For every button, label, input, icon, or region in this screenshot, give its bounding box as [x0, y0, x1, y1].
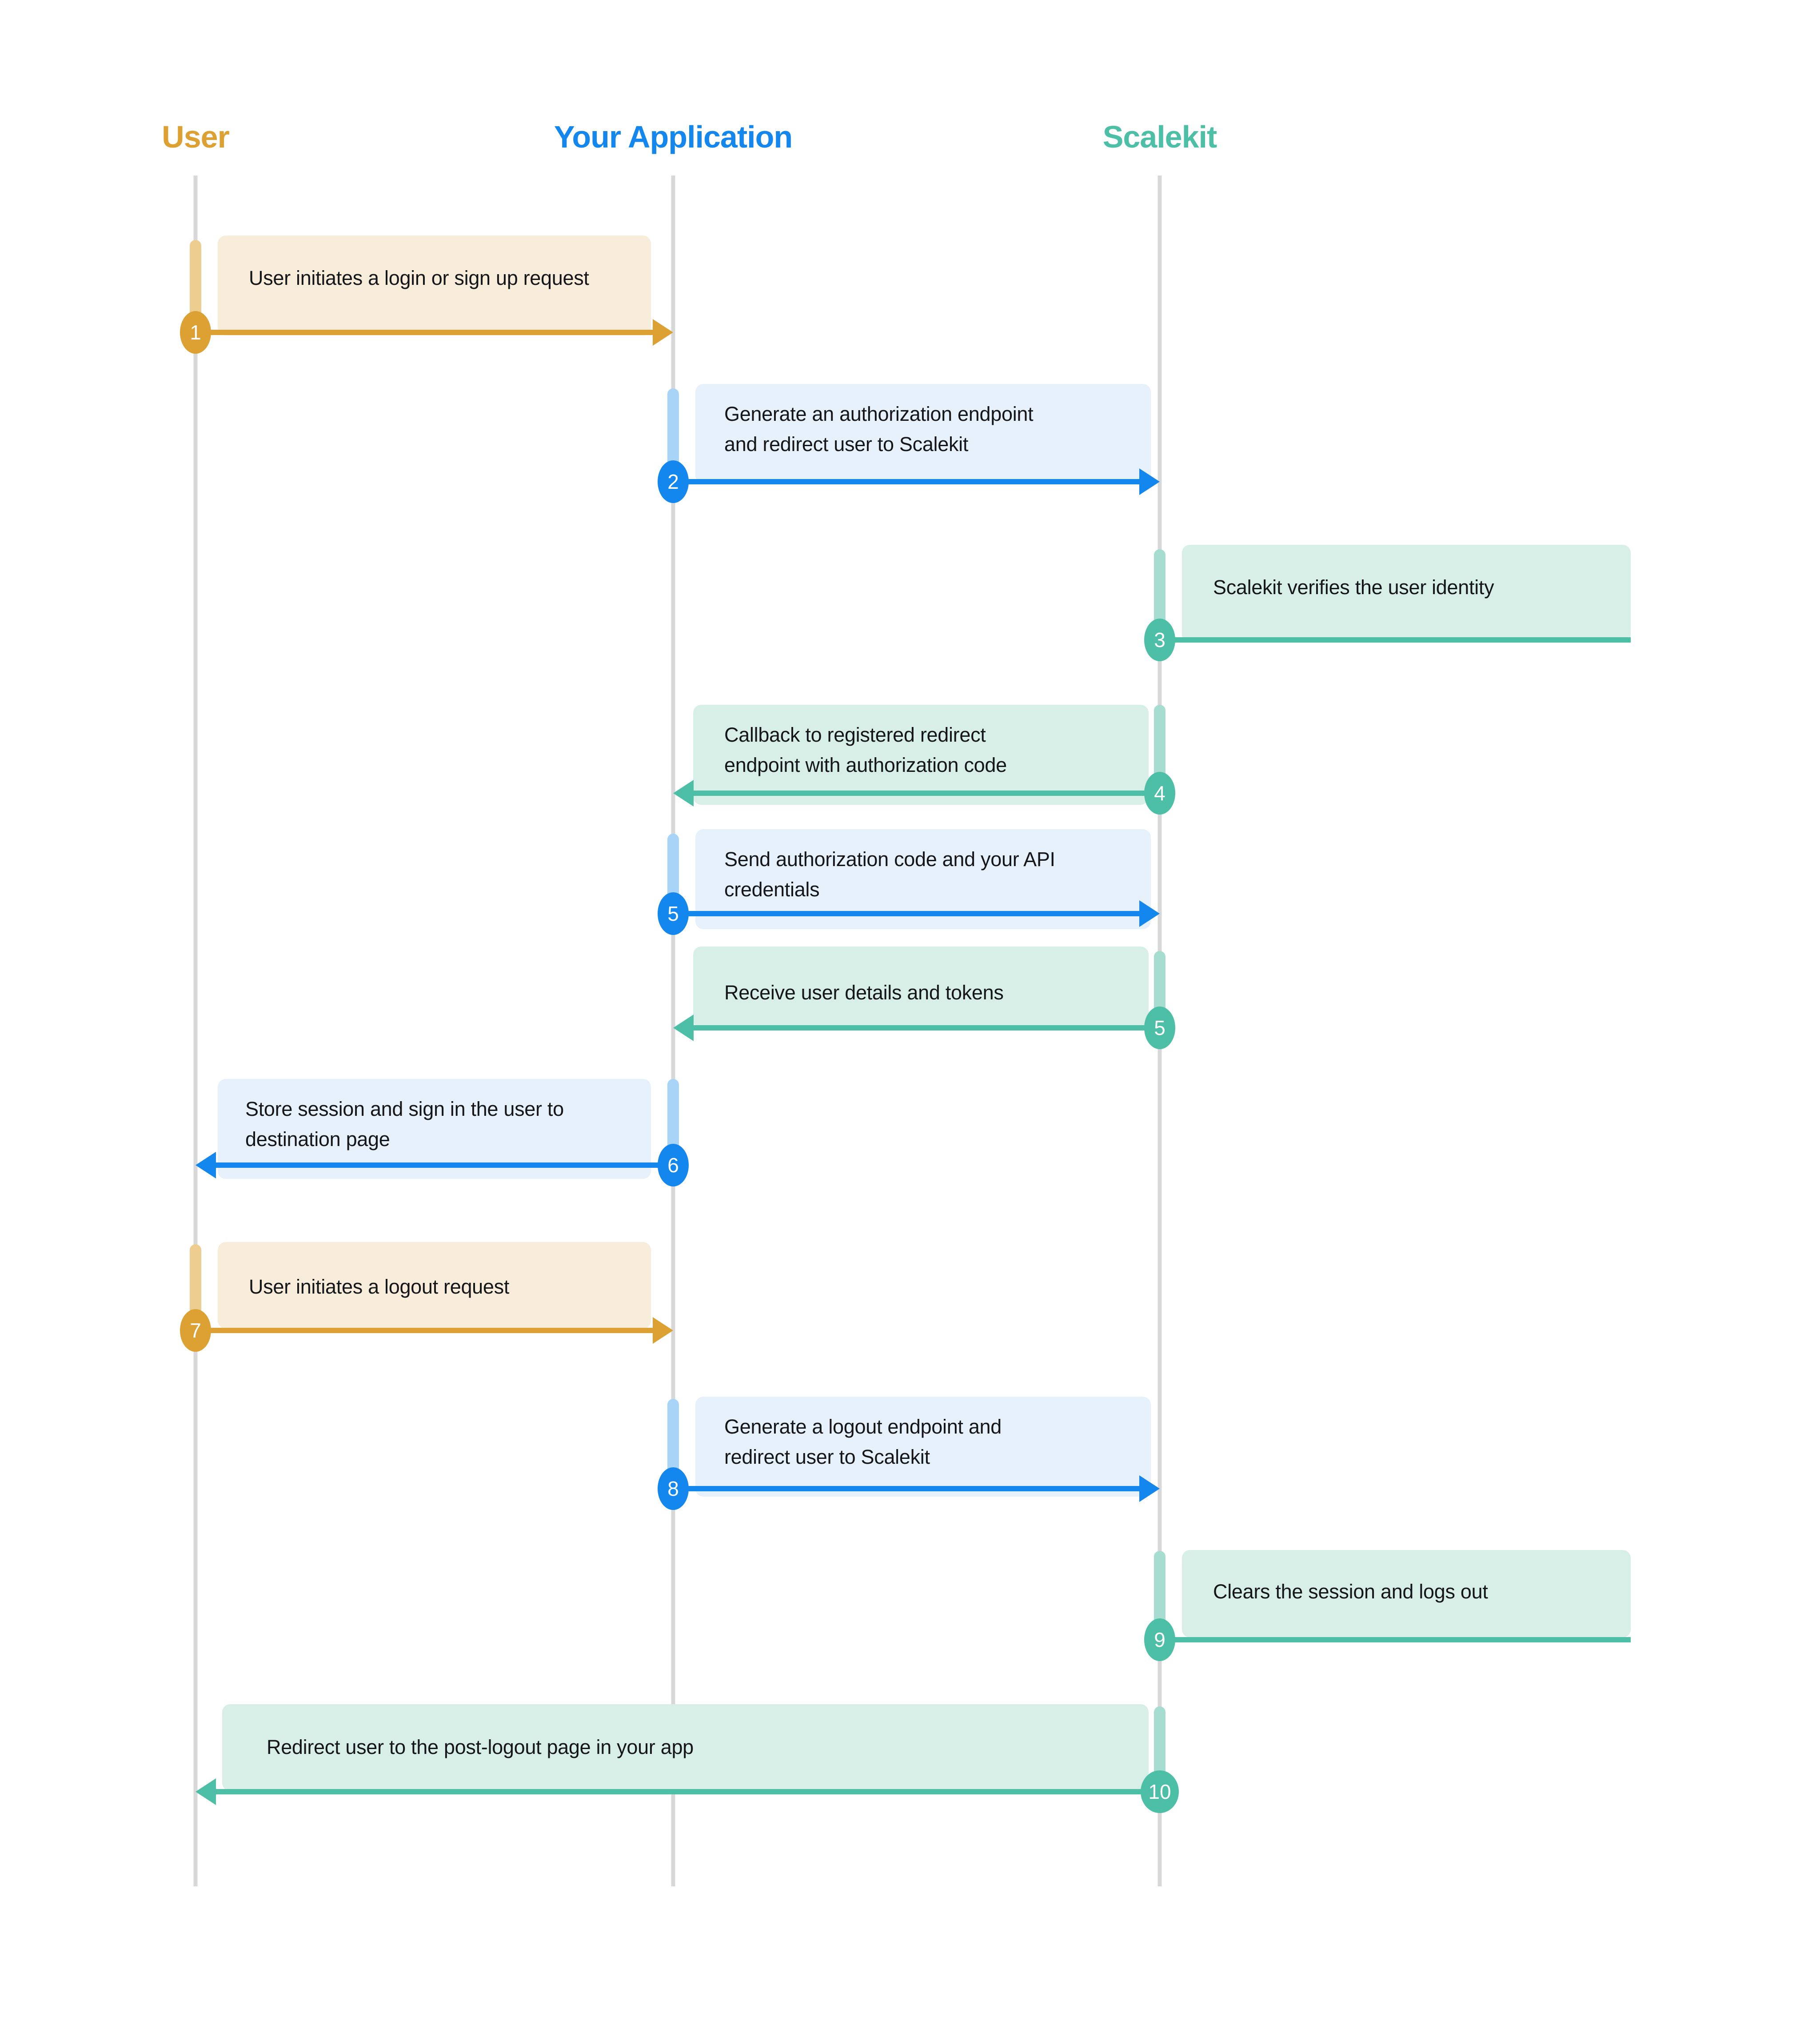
message-box-step-6 [693, 947, 1149, 1027]
message-box-step-1 [218, 236, 651, 336]
message-text-step-5: Send authorization code and your API cre… [724, 848, 1055, 901]
arrowhead-left-step-7 [196, 1152, 216, 1178]
message-text-step-7: Store session and sign in the user to de… [245, 1098, 564, 1150]
step-badge-4-4[interactable]: 4 [1144, 772, 1175, 815]
step-badge-5-5[interactable]: 5 [658, 892, 689, 935]
step-badge-9-10[interactable]: 9 [1144, 1618, 1175, 1661]
arrowhead-right-step-1 [653, 319, 673, 346]
message-box-step-2 [695, 384, 1151, 484]
message-line-step-7 [214, 1162, 673, 1168]
message-box-step-10 [1182, 1550, 1631, 1638]
step-badge-3-3[interactable]: 3 [1144, 619, 1175, 661]
step-badge-7-8[interactable]: 7 [180, 1309, 211, 1352]
lifeline-user [193, 176, 198, 1886]
message-line-step-6 [692, 1025, 1160, 1030]
actor-label-app: Your Application [554, 120, 793, 154]
actor-label-user: User [162, 120, 230, 154]
message-line-step-3 [1160, 637, 1631, 643]
message-line-step-9 [673, 1486, 1141, 1491]
step-badge-2-2[interactable]: 2 [658, 460, 689, 503]
message-text-step-2: Generate an authorization endpoint and r… [724, 403, 1034, 455]
arrowhead-right-step-8 [653, 1317, 673, 1344]
arrowhead-left-step-11 [196, 1778, 216, 1805]
message-text-step-4: Callback to registered redirect endpoint… [724, 723, 1007, 776]
message-line-step-5 [673, 911, 1141, 916]
message-box-step-9 [695, 1397, 1151, 1497]
message-line-step-2 [673, 479, 1141, 484]
message-text-step-9: Generate a logout endpoint and redirect … [724, 1415, 1002, 1468]
arrowhead-right-step-2 [1139, 468, 1160, 495]
message-box-step-3 [1182, 545, 1631, 643]
message-line-step-4 [692, 791, 1160, 796]
message-box-step-7 [218, 1079, 651, 1179]
message-box-step-4 [693, 705, 1149, 805]
arrowhead-right-step-9 [1139, 1475, 1160, 1502]
message-text-step-6: Receive user details and tokens [724, 981, 1004, 1004]
message-line-step-11 [214, 1789, 1160, 1794]
step-badge-1-1[interactable]: 1 [180, 311, 211, 354]
message-line-step-8 [196, 1328, 655, 1333]
message-text-step-8: User initiates a logout request [249, 1275, 510, 1298]
message-line-step-1 [196, 330, 655, 335]
arrowhead-left-step-4 [673, 780, 694, 807]
message-line-step-10 [1160, 1637, 1631, 1642]
message-box-step-11 [222, 1704, 1149, 1791]
step-badge-10-11[interactable]: 10 [1141, 1770, 1179, 1813]
message-text-step-11: Redirect user to the post-logout page in… [267, 1736, 694, 1758]
actor-label-scalekit: Scalekit [1102, 120, 1217, 154]
message-box-step-8 [218, 1242, 651, 1329]
step-badge-6-7[interactable]: 6 [658, 1144, 689, 1186]
message-text-step-10: Clears the session and logs out [1213, 1580, 1488, 1603]
arrowhead-right-step-5 [1139, 900, 1160, 927]
step-badge-5-6[interactable]: 5 [1144, 1007, 1175, 1049]
arrowhead-left-step-6 [673, 1015, 694, 1041]
message-text-step-1: User initiates a login or sign up reques… [249, 267, 589, 289]
message-text-step-3: Scalekit verifies the user identity [1213, 576, 1494, 599]
step-badge-8-9[interactable]: 8 [658, 1467, 689, 1510]
